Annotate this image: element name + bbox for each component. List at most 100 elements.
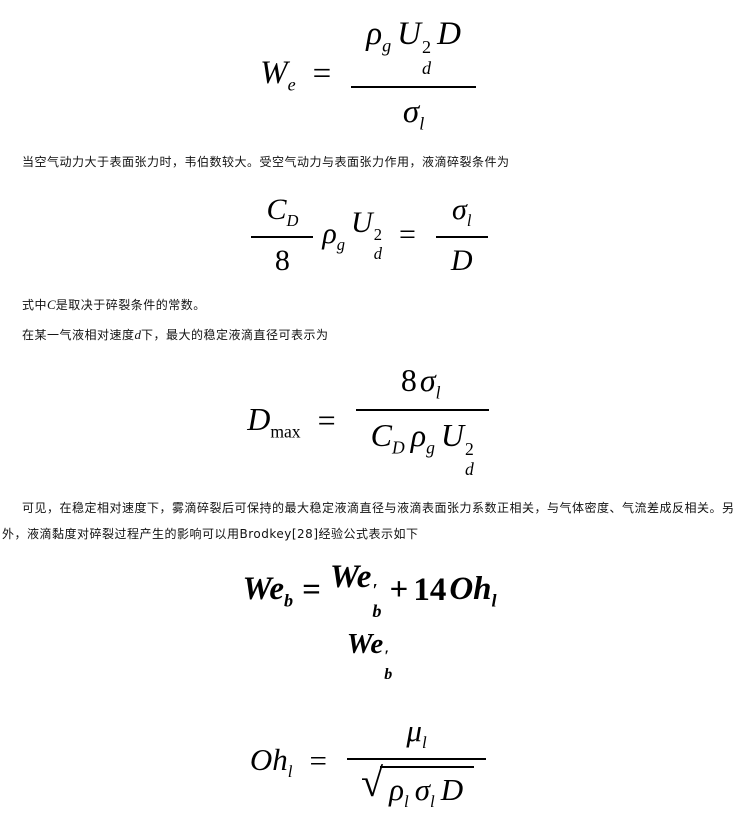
var-weber-number: We	[260, 55, 296, 94]
rho-subscript-g: g	[426, 437, 435, 458]
numerator: CD	[251, 191, 314, 239]
U-subscript-d: d	[464, 459, 474, 480]
denominator: σl	[351, 88, 476, 135]
prime-mark: ′	[384, 648, 389, 666]
var-liquid-density: ρl	[389, 771, 409, 810]
rho-symbol: ρ	[366, 16, 383, 52]
denominator: D	[436, 238, 488, 280]
rho-symbol: ρ	[410, 417, 427, 454]
fraction-tension: σl D	[435, 191, 488, 281]
numerator: σl	[435, 191, 488, 239]
var-We-prime-b: We′b	[330, 559, 382, 622]
var-diameter: D	[437, 16, 461, 52]
paragraph-max-diameter-intro: 在某一气液相对速度d下，最大的稳定液滴直径可表示为	[0, 322, 739, 348]
rho-subscript-g: g	[336, 235, 346, 255]
rho-symbol: ρ	[389, 771, 404, 807]
plus-sign: +	[389, 572, 409, 609]
Oh-symbol: Oh	[449, 571, 492, 608]
We-scripts: ′b	[372, 580, 381, 622]
D-symbol: D	[450, 244, 473, 278]
paragraph-weber-explanation: 当空气动力大于表面张力时，韦伯数较大。受空气动力与表面张力作用，液滴碎裂条件为	[0, 149, 739, 175]
D-subscript-max: max	[270, 421, 301, 442]
var-Oh-l: Ohl	[250, 742, 293, 780]
We-scripts: ′b	[384, 648, 392, 685]
We-symbol: We	[346, 628, 384, 661]
var-surface-tension: σl	[402, 93, 425, 134]
Oh-symbol: Oh	[249, 742, 288, 778]
paragraph-conclusion-brodkey: 可见，在稳定相对速度下，雾滴碎裂后可保持的最大稳定液滴直径与液滴表面张力系数正相…	[0, 495, 739, 547]
paragraph-text: 可见，在稳定相对速度下，雾滴碎裂后可保持的最大稳定液滴直径与液滴表面张力系数正相…	[2, 501, 735, 542]
formula-critical-weber-symbol: We′b	[0, 628, 739, 685]
var-drag-coefficient: CD	[266, 192, 298, 229]
C-subscript-D: D	[286, 210, 299, 230]
inline-var-C: C	[47, 297, 56, 313]
coefficient-14: 14	[413, 572, 447, 609]
var-max-diameter: Dmax	[247, 401, 300, 441]
Oh-subscript-l: l	[491, 590, 497, 611]
var-We-prime-b: We′b	[347, 628, 392, 685]
var-gas-density: ρg	[366, 16, 391, 55]
equals-sign: =	[317, 402, 336, 439]
var-gas-density: ρg	[410, 417, 435, 456]
sigma-symbol: σ	[402, 93, 420, 130]
number-eight: 8	[274, 244, 290, 278]
var-We-b: Web	[242, 571, 293, 610]
var-surface-tension: σl	[452, 193, 471, 229]
D-symbol: D	[440, 771, 464, 807]
U-symbol: U	[440, 417, 464, 454]
C-symbol: C	[266, 192, 287, 226]
U-superscript-2: 2	[422, 37, 432, 58]
sigma-subscript-l: l	[466, 210, 472, 230]
inline-var-d: d	[134, 327, 142, 343]
rho-subscript-g: g	[382, 35, 392, 56]
paragraph-text: 是取决于碎裂条件的常数。	[55, 298, 206, 313]
prime-mark: ′	[372, 580, 378, 601]
equals-sign: =	[312, 55, 332, 92]
number-eight: 8	[400, 362, 417, 399]
mu-symbol: μ	[406, 712, 422, 748]
U-superscript-2: 2	[373, 225, 382, 245]
sigma-subscript-l: l	[430, 792, 435, 812]
var-drag-coefficient: CD	[370, 417, 405, 456]
C-subscript-D: D	[392, 437, 405, 458]
We-subscript-b: b	[384, 666, 393, 684]
D-symbol: D	[437, 16, 461, 52]
mu-subscript-l: l	[421, 732, 427, 752]
Oh-subscript-l: l	[287, 762, 293, 782]
paragraph-constant-note: 式中C是取决于碎裂条件的常数。	[0, 292, 739, 318]
equals-sign: =	[309, 743, 327, 779]
C-symbol: C	[370, 417, 392, 454]
var-diameter: D	[451, 244, 473, 277]
sigma-subscript-l: l	[435, 382, 441, 403]
var-Oh-l: Ohl	[449, 571, 496, 610]
var-liquid-viscosity: μl	[406, 712, 426, 751]
We-symbol: We	[329, 559, 372, 596]
equals-sign: =	[302, 572, 321, 609]
U-superscript-2: 2	[464, 438, 474, 459]
sigma-subscript-l: l	[419, 113, 425, 134]
denominator: 8	[251, 238, 313, 280]
U-symbol: U	[397, 16, 422, 52]
We-subscript-b: b	[372, 601, 382, 622]
rho-symbol: ρ	[322, 217, 337, 251]
var-diameter: D	[441, 772, 463, 807]
We-subscript-b: b	[283, 590, 294, 611]
paragraph-text: 下，最大的稳定液滴直径可表示为	[141, 328, 329, 343]
